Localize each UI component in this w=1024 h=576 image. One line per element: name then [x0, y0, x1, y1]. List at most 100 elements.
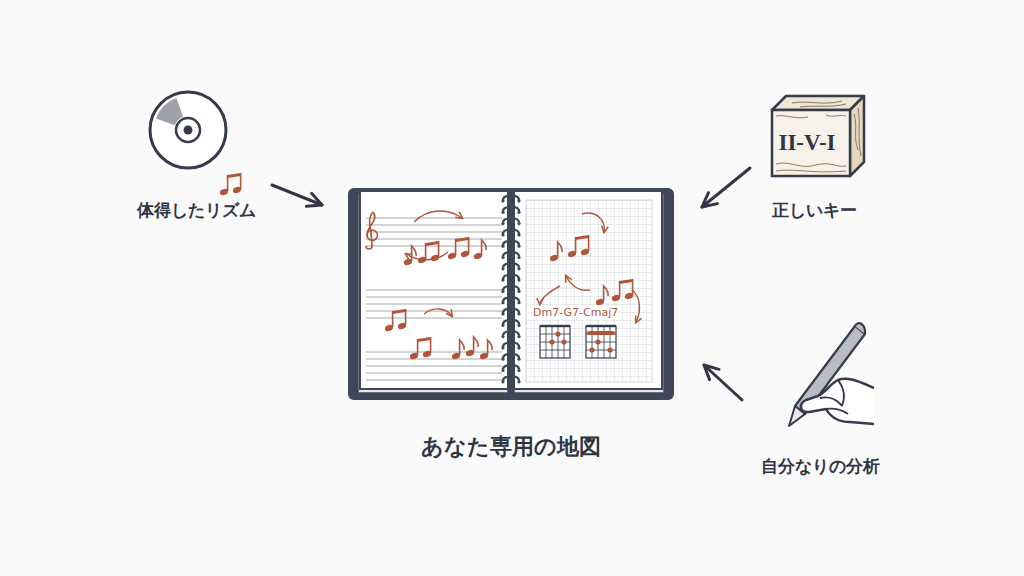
spiral-binding	[517, 301, 520, 304]
input-icon: 体得したリズム	[122, 86, 270, 226]
input-block: II-V-I正しいキー	[752, 88, 876, 228]
spiral-binding	[501, 290, 504, 293]
spiral-binding	[517, 346, 520, 349]
spiral-binding	[503, 207, 519, 212]
notebook-map: Dm7-G7-Cmaj7 あなた専用の地図	[344, 188, 678, 468]
staff-lines	[366, 366, 502, 367]
notebook	[611, 279, 634, 302]
notebook	[632, 290, 639, 322]
notebook	[473, 240, 486, 260]
chord-diagrams	[540, 334, 570, 335]
chord-diagrams	[549, 339, 554, 344]
notebook	[540, 286, 560, 304]
input-label: 体得したリズム	[122, 200, 270, 220]
cd-icon	[176, 118, 200, 142]
spiral-binding	[517, 369, 520, 372]
chord-diagrams	[540, 350, 570, 351]
notebook	[514, 191, 662, 389]
spiral-binding	[501, 312, 504, 315]
notebook	[582, 213, 604, 232]
spiral-binding	[503, 376, 519, 381]
chord-diagrams	[540, 326, 616, 358]
spiral-binding	[501, 369, 504, 372]
staff-lines	[366, 318, 502, 319]
spiral-binding	[517, 324, 520, 327]
hand-with-pen	[820, 380, 848, 414]
input-icon: 自分なりの分析	[746, 318, 894, 486]
notebook	[424, 309, 452, 316]
notebook	[479, 340, 492, 360]
spiral-binding	[501, 199, 504, 202]
hand-with-pen	[789, 323, 874, 426]
input-label: 正しいキー	[752, 200, 876, 220]
notebook	[595, 286, 608, 306]
spiral-binding	[503, 342, 519, 347]
wood-block	[772, 96, 864, 110]
hand-with-pen	[801, 379, 874, 424]
spiral-binding	[501, 233, 504, 236]
staff-lines	[366, 290, 502, 291]
staff-lines	[366, 218, 502, 219]
spiral-binding	[503, 263, 519, 268]
flow-arrow	[704, 365, 742, 400]
spiral-binding	[517, 233, 520, 236]
notebook	[447, 237, 470, 260]
notebook	[348, 188, 674, 400]
spiral-binding	[517, 358, 520, 361]
chord-diagrams	[607, 347, 612, 352]
spiral-binding	[517, 335, 520, 338]
spiral-binding	[501, 211, 504, 214]
spiral-binding	[501, 222, 504, 225]
chord-progression: Dm7-G7-Cmaj7	[532, 306, 619, 319]
spiral-binding	[517, 267, 520, 270]
notebook	[451, 340, 464, 360]
notebook	[549, 242, 562, 262]
notebook	[526, 200, 652, 382]
spiral-binding	[517, 211, 520, 214]
notebook	[414, 211, 462, 222]
spiral-binding	[503, 297, 519, 302]
map-caption: あなた専用の地図	[344, 434, 678, 460]
spiral-binding	[501, 245, 504, 248]
spiral-binding	[501, 358, 504, 361]
spiral-binding	[503, 365, 519, 370]
notebook	[406, 252, 448, 260]
chord-diagrams	[540, 326, 570, 358]
input-label: 自分なりの分析	[746, 456, 894, 476]
cd-icon	[219, 173, 242, 196]
chord-diagrams	[589, 347, 594, 352]
flow-arrow	[702, 168, 750, 207]
chord-diagrams	[540, 325, 570, 327]
staff-lines	[366, 352, 502, 353]
spiral-binding	[501, 196, 520, 384]
spiral-binding	[517, 312, 520, 315]
spiral-binding	[503, 196, 519, 201]
chord-diagrams	[587, 331, 615, 335]
staff-lines	[366, 304, 502, 305]
spiral-binding	[503, 354, 519, 359]
spiral-binding	[501, 380, 504, 383]
hand-with-pen	[855, 323, 865, 334]
chord-diagrams	[555, 331, 560, 336]
spiral-binding	[503, 218, 519, 223]
notebook	[360, 191, 508, 389]
flow-arrow	[272, 185, 322, 205]
spiral-binding	[517, 245, 520, 248]
spiral-binding	[501, 324, 504, 327]
spiral-binding	[503, 252, 519, 257]
spiral-binding	[501, 267, 504, 270]
chord-diagrams	[595, 339, 600, 344]
spiral-binding	[503, 286, 519, 291]
staff-lines	[366, 311, 502, 312]
staff-lines	[366, 380, 502, 381]
spiral-binding	[517, 380, 520, 383]
spiral-binding	[501, 301, 504, 304]
chord-diagrams	[586, 325, 616, 327]
notebook	[465, 337, 478, 357]
wood-block	[854, 108, 861, 156]
notebook	[567, 235, 590, 258]
